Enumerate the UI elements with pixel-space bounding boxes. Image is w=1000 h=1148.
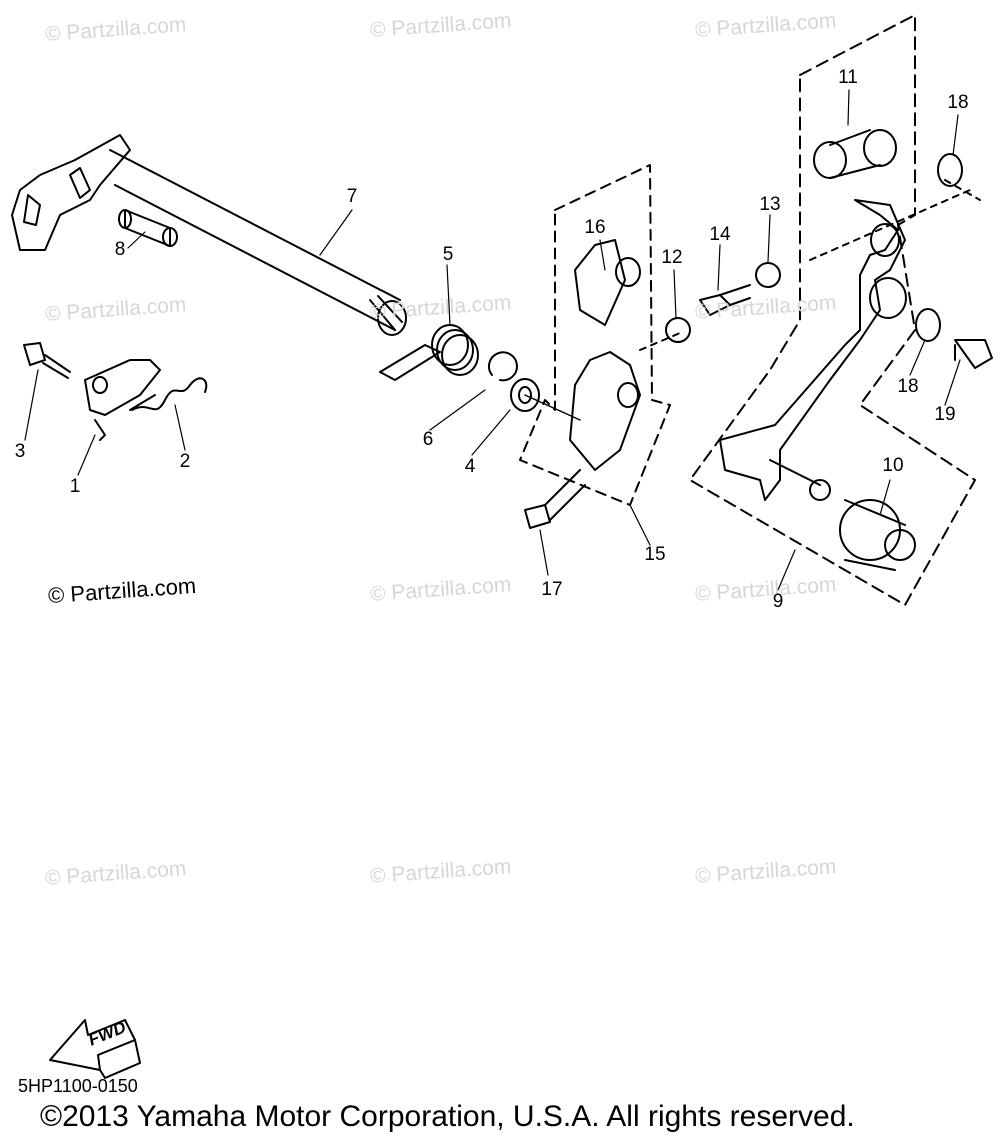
callout-14: 14 [709,224,731,245]
callout-8: 8 [114,239,126,260]
callout-18-bottom: 18 [897,376,919,397]
lever-part-16 [574,239,641,326]
callout-11: 11 [838,67,858,88]
callout-12: 12 [661,247,683,268]
bolt-part-17 [524,469,586,529]
callout-18-top: 18 [947,92,969,113]
callout-13: 13 [759,194,781,215]
stopper-lever-part [84,359,161,441]
leader-line [809,179,981,261]
assembly-box-15 [519,164,671,506]
spring-part [129,377,208,411]
pin-part [118,209,178,247]
leader-line [524,394,581,421]
callout-16: 16 [584,217,606,238]
bolt-part [23,342,71,379]
leader-line [639,332,681,351]
callout-6: 6 [422,429,434,450]
washer-part-18-bottom [915,308,941,342]
callout-7: 7 [346,186,358,207]
callout-1: 1 [69,476,81,497]
shift-shaft-part [11,134,407,336]
assembly-box-9 [689,14,976,606]
callout-17: 17 [541,579,563,600]
bracket-part [813,129,897,179]
fwd-arrow-icon [49,1019,141,1079]
callout-10: 10 [882,455,904,476]
copyright-notice: ©2013 Yamaha Motor Corporation, U.S.A. A… [40,1100,855,1133]
lever-part-15 [569,351,641,471]
diagram-code: 5HP1100-0150 [18,1076,138,1096]
bolt-part-14 [699,284,751,316]
callout-9: 9 [772,591,784,612]
callout-15: 15 [644,544,666,565]
callout-4: 4 [464,456,476,477]
torsion-spring-part [379,324,479,381]
shift-pedal-part [719,199,907,501]
callout-5: 5 [442,244,454,265]
callout-2: 2 [179,451,191,472]
bolt-part-19 [954,339,993,369]
circlip-part [487,351,518,382]
callout-3: 3 [14,441,26,462]
washer-part [510,378,540,412]
nut-part-12 [665,317,691,343]
collar-part-13 [755,262,781,288]
pedal-rubber-part [839,499,916,571]
washer-part-18-top [937,153,963,187]
callout-leaders [24,89,961,591]
callout-19: 19 [934,404,956,425]
